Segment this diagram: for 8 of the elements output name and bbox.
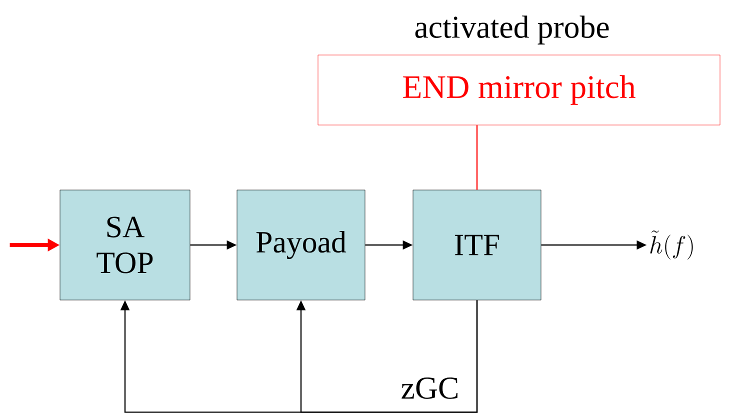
heading: activated probe [415, 16, 609, 44]
process-box: SA TOP [60, 190, 190, 300]
formula: $\tilde{h}(f)$ [650, 230, 693, 260]
process-box: ITF [412, 190, 542, 300]
edge-label: zGC [400, 376, 460, 400]
text-box: END mirror pitch [318, 54, 720, 126]
arrow [296, 300, 478, 413]
process-box: Payoad [236, 190, 366, 300]
